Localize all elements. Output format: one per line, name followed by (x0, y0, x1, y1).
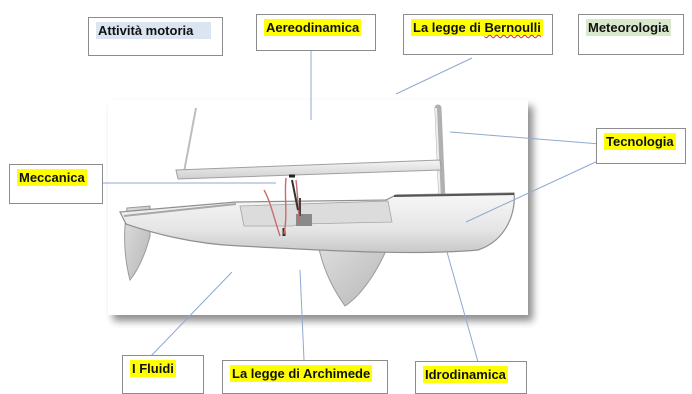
label-idrodinamica-text: Idrodinamica (423, 366, 508, 383)
label-i-fluidi: I Fluidi (122, 355, 204, 394)
connector-bernoulli (395, 57, 473, 95)
connector-lines (102, 50, 601, 363)
label-meccanica: Meccanica (9, 164, 103, 204)
label-meteorologia-text: Meteorologia (586, 19, 671, 36)
label-legge-bernoulli-name: Bernoulli (484, 20, 541, 35)
label-tecnologia: Tecnologia (596, 128, 686, 164)
label-aereodinamica-text: Aereodinamica (264, 19, 362, 36)
label-legge-archimede-text: La legge di Archimede (230, 365, 373, 382)
label-i-fluidi-text: I Fluidi (130, 360, 176, 377)
mast (434, 104, 446, 204)
label-legge-archimede: La legge di Archimede (222, 360, 388, 394)
label-idrodinamica: Idrodinamica (415, 361, 527, 394)
label-meteorologia: Meteorologia (578, 14, 684, 55)
label-aereodinamica: Aereodinamica (256, 14, 376, 51)
label-attivita-motoria-text: Attività motoria (96, 22, 212, 39)
label-tecnologia-text: Tecnologia (604, 133, 676, 150)
label-legge-bernoulli-text: La legge di Bernoulli (411, 19, 543, 36)
connector-archimede (299, 269, 305, 361)
connector-fluidi (150, 271, 233, 357)
label-meccanica-text: Meccanica (17, 169, 87, 186)
connector-tecnologia-hull (465, 159, 601, 223)
connector-tecnologia-mast (449, 131, 601, 145)
label-attivita-motoria: Attività motoria (88, 17, 223, 56)
boat-photo (108, 100, 528, 315)
label-legge-bernoulli-prefix: La legge di (413, 20, 485, 35)
sheet-lines (263, 174, 301, 237)
keel (317, 243, 389, 307)
hull (119, 192, 515, 254)
boom (175, 159, 442, 180)
connector-idrodinamica (446, 251, 479, 363)
label-legge-bernoulli: La legge di Bernoulli (403, 14, 553, 55)
